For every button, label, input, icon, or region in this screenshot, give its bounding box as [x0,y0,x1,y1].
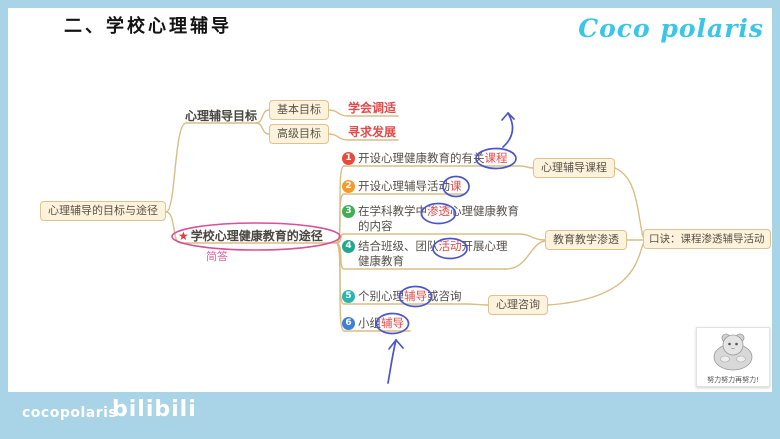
item-6-highlight: 辅导 [381,316,404,330]
summary-infiltration-box: 教育教学渗透 [545,230,627,250]
item-4-line2: 健康教育 [358,254,404,268]
item-2-prefix: 开设心理辅导活动 [358,179,450,193]
item-1-number-badge: 1 [342,152,355,165]
goals-branch-label: 心理辅导目标 [185,109,258,123]
item-5-prefix: 个别心理 [358,289,404,303]
item-4-text: 结合班级、团队活动开展心理 健康教育 [358,239,508,269]
item-3-suffix: 心理健康教育 [450,204,519,218]
star-icon: ★ [178,229,189,243]
item-2-text: 开设心理辅导活动课 [358,179,462,194]
approach-item-6: 6 小组辅导 [342,316,404,331]
advanced-goal-box: 高级目标 [269,124,329,144]
watermark-logo: Coco polaris [578,14,764,43]
item-5-line1: 个别心理辅导或咨询 [358,289,462,304]
item-4-suffix: 开展心理 [461,239,508,253]
item-3-prefix: 在学科教学中 [358,204,427,218]
page-title: 二、学校心理辅导 [64,16,232,37]
summary-course-box: 心理辅导课程 [533,158,615,178]
advanced-goal-value: 寻求发展 [348,125,397,139]
slide-canvas [8,8,772,392]
mascot-card: 努力努力再努力! [696,327,770,387]
item-1-prefix: 开设心理健康教育的有关 [358,151,485,165]
hamster-mascot-image [713,333,753,371]
item-2-highlight: 课 [450,179,462,193]
approach-item-1: 1 开设心理健康教育的有关课程 [342,151,508,166]
item-3-highlight: 渗透 [427,204,450,218]
mindmap-root-node: 心理辅导的目标与途径 [40,201,166,221]
item-3-line1: 在学科教学中渗透心理健康教育 [358,204,519,219]
item-4-prefix: 结合班级、团队 [358,239,439,253]
item-4-line1: 结合班级、团队活动开展心理 [358,239,508,254]
basic-goal-value: 学会调适 [348,101,397,115]
item-6-text: 小组辅导 [358,316,404,331]
short-answer-note: 简答 [206,250,228,263]
item-6-prefix: 小组 [358,316,381,330]
item-5-text: 个别心理辅导或咨询 [358,289,462,304]
footer-brand-text: cocopolaris [22,405,118,421]
approaches-branch-label: ★学校心理健康教育的途径 [178,229,323,243]
item-5-suffix: 或咨询 [427,289,462,303]
approach-item-3: 3 在学科教学中渗透心理健康教育 的内容 [342,204,519,234]
approach-item-5: 5 个别心理辅导或咨询 [342,289,462,304]
item-6-line1: 小组辅导 [358,316,404,331]
approaches-branch-text: 学校心理健康教育的途径 [190,229,323,243]
approach-item-2: 2 开设心理辅导活动课 [342,179,462,194]
item-2-number-badge: 2 [342,180,355,193]
mascot-caption: 努力努力再努力! [707,376,759,384]
summary-counseling-box: 心理咨询 [488,295,548,315]
item-4-highlight: 活动 [438,239,462,253]
item-1-highlight: 课程 [484,151,508,165]
mnemonic-box: 口诀：课程渗透辅导活动 [643,229,771,249]
basic-goal-box: 基本目标 [269,100,329,120]
item-3-text: 在学科教学中渗透心理健康教育 的内容 [358,204,519,234]
item-1-text: 开设心理健康教育的有关课程 [358,151,508,166]
item-3-number-badge: 3 [342,205,355,218]
item-5-number-badge: 5 [342,290,355,303]
bilibili-logo: bilibili [112,397,197,422]
item-4-number-badge: 4 [342,240,355,253]
item-2-line1: 开设心理辅导活动课 [358,179,462,194]
item-3-line2: 的内容 [358,219,393,233]
item-1-line1: 开设心理健康教育的有关课程 [358,151,508,166]
item-5-highlight: 辅导 [404,289,427,303]
approach-item-4: 4 结合班级、团队活动开展心理 健康教育 [342,239,508,269]
item-6-number-badge: 6 [342,317,355,330]
